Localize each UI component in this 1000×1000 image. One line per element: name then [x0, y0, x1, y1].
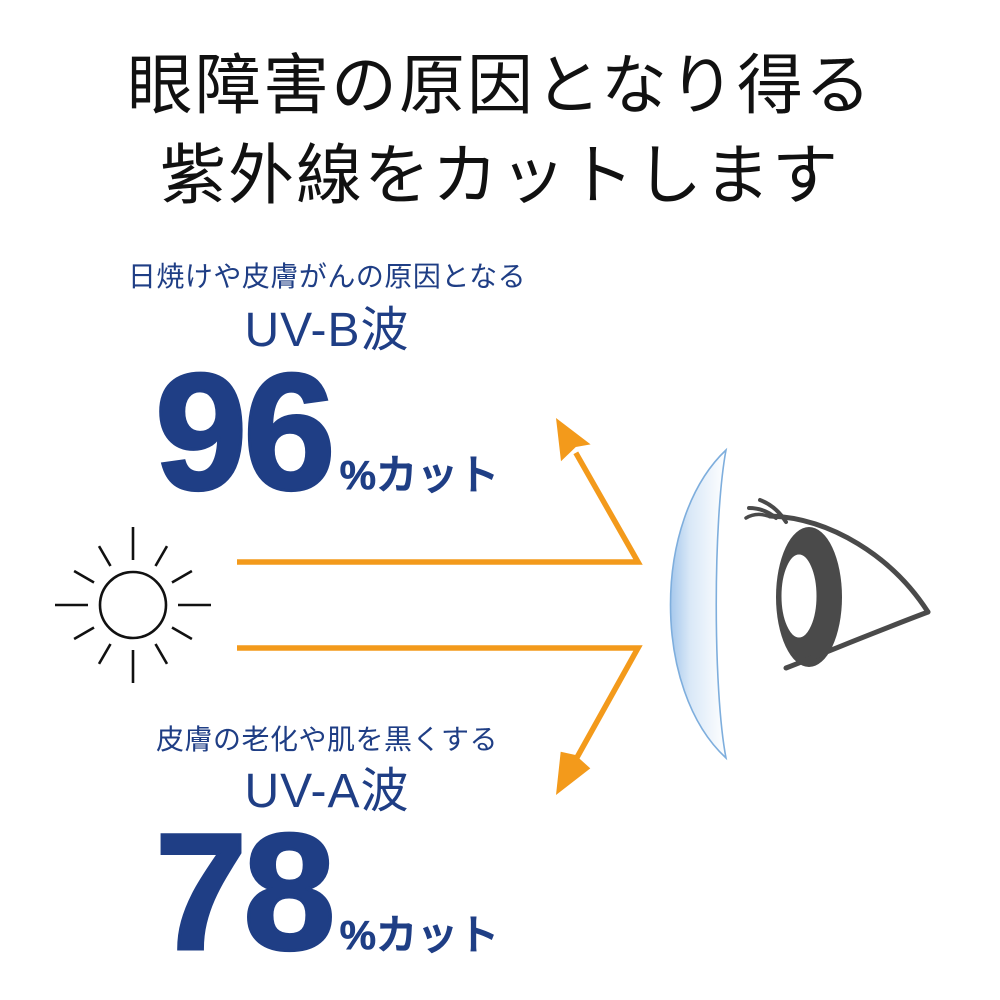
sun-ray — [73, 569, 95, 584]
uva-description: 皮膚の老化や肌を黒くする — [155, 724, 498, 755]
uva-cut-unit: %カット — [339, 912, 500, 959]
uva-cut-value: 78 — [153, 800, 337, 985]
eyelash — [744, 512, 770, 520]
uva-ray-line — [237, 645, 643, 762]
uvb-ray-line — [237, 451, 643, 565]
uvb-cut-unit: %カット — [339, 452, 500, 499]
uvb-label: UV-B波 — [244, 304, 410, 357]
sun-disc — [98, 570, 168, 640]
headline-line-2: 紫外線をカットします — [160, 140, 840, 213]
eye-icon — [744, 498, 931, 671]
sun-ray — [73, 626, 95, 641]
headline-line-1: 眼障害の原因となり得る — [126, 50, 874, 123]
sun-ray — [154, 643, 169, 665]
sun-ray — [97, 643, 112, 665]
sun-ray — [154, 545, 169, 567]
uvb-description: 日焼けや皮膚がんの原因となる — [127, 261, 527, 292]
uvb-arrowhead — [556, 418, 591, 462]
uvb-reflected-arrow-icon — [237, 418, 643, 565]
sun-ray — [97, 545, 112, 567]
sun-icon — [55, 527, 211, 683]
eye-lower-lid — [783, 609, 931, 671]
uva-cut-rate: 78%カット — [67, 808, 587, 977]
pupil-highlight — [778, 551, 820, 641]
contact-lens-icon — [669, 447, 728, 761]
eye-upper-lid — [767, 513, 931, 615]
uvb-cut-rate: 96%カット — [67, 348, 587, 517]
sun-ray — [171, 569, 193, 584]
uvb-cut-value: 96 — [153, 340, 337, 525]
sun-ray — [171, 626, 193, 641]
uva-label: UV-A波 — [244, 765, 410, 818]
uva-arrowhead — [556, 751, 591, 795]
uva-reflected-arrow-icon — [237, 645, 643, 795]
